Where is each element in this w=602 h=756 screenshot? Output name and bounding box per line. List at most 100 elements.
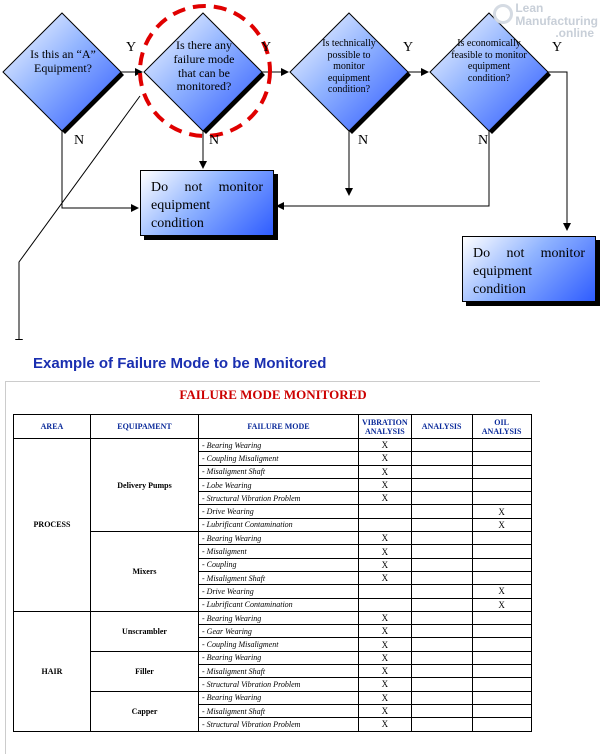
- yes-label-1: Y: [126, 40, 137, 55]
- oil-mark-cell: [471, 650, 532, 666]
- oil-mark-cell: X: [471, 597, 532, 612]
- header-oil-analysis: OIL ANALYSIS: [471, 414, 532, 439]
- vibration-mark-cell: X: [358, 717, 412, 732]
- analysis-mark-cell: [410, 624, 473, 639]
- vibration-mark-cell: X: [358, 464, 412, 479]
- analysis-mark-cell: [410, 677, 473, 692]
- failure-mode-cell: - Structural Vibration Problem: [198, 677, 359, 692]
- vibration-mark-cell: X: [358, 570, 412, 586]
- header-area: AREA: [13, 414, 91, 439]
- failure-mode-cell: - Drive Wearing: [198, 504, 359, 519]
- logo-line-1: Lean: [515, 1, 544, 15]
- arrow-y-4: [548, 71, 571, 231]
- terminal-box-1: Do not monitor equipment condition: [140, 170, 274, 236]
- header-failure-mode: FAILURE MODE: [198, 414, 359, 439]
- failure-mode-cell: - Misaligment Shaft: [198, 664, 359, 679]
- oil-mark-cell: [471, 477, 532, 493]
- failure-mode-cell: - Misaligment Shaft: [198, 570, 359, 586]
- terminal-box-2: Do not monitor equipment condition: [462, 236, 596, 302]
- analysis-mark-cell: [410, 650, 473, 666]
- analysis-mark-cell: [410, 477, 473, 493]
- analysis-mark-cell: [410, 544, 473, 559]
- vibration-mark-cell: [358, 517, 412, 533]
- failure-mode-cell: - Structural Vibration Problem: [198, 491, 359, 506]
- vibration-mark-cell: X: [358, 477, 412, 493]
- vibration-mark-cell: X: [358, 610, 412, 626]
- vibration-mark-cell: X: [358, 703, 412, 719]
- area-cell: PROCESS: [13, 438, 91, 612]
- vibration-mark-cell: X: [358, 637, 412, 652]
- equipment-cell: Mixers: [90, 531, 199, 612]
- area-cell: HAIR: [13, 610, 91, 732]
- oil-mark-cell: [471, 610, 532, 626]
- vibration-mark-cell: X: [358, 557, 412, 572]
- oil-mark-cell: [471, 531, 532, 546]
- yes-label-2: Y: [261, 40, 272, 55]
- yes-label-3: Y: [403, 40, 414, 55]
- decision-1-text: Is this an “A” Equipment?: [30, 47, 96, 75]
- logo-line-2: Manufacturing: [515, 13, 598, 28]
- analysis-mark-cell: [410, 491, 473, 506]
- failure-mode-cell: - Coupling Misaligment: [198, 451, 359, 466]
- vibration-mark-cell: X: [358, 664, 412, 679]
- oil-mark-cell: [471, 664, 532, 679]
- analysis-mark-cell: [410, 690, 473, 705]
- failure-mode-cell: - Coupling Misaligment: [198, 637, 359, 652]
- flowchart-graphics: [2, 4, 571, 347]
- failure-mode-cell: - Structural Vibration Problem: [198, 717, 359, 732]
- arrow-n-4: [276, 131, 490, 210]
- failure-mode-cell: - Gear Wearing: [198, 624, 359, 639]
- no-label-4: N: [478, 133, 489, 148]
- failure-mode-cell: - Bearing Wearing: [198, 690, 359, 705]
- vibration-mark-cell: X: [358, 451, 412, 466]
- analysis-mark-cell: [410, 570, 473, 586]
- analysis-mark-cell: [410, 664, 473, 679]
- header-analysis: ANALYSIS: [410, 414, 473, 439]
- analysis-mark-cell: [410, 717, 473, 732]
- oil-mark-cell: [471, 703, 532, 719]
- analysis-mark-cell: [410, 637, 473, 652]
- header-equipament: EQUIPAMENT: [90, 414, 199, 439]
- oil-mark-cell: [471, 437, 532, 453]
- analysis-mark-cell: [410, 464, 473, 479]
- table-row: - Drive Wearing X: [14, 584, 532, 599]
- vibration-mark-cell: [358, 584, 412, 599]
- highlight-circle: [138, 4, 272, 138]
- oil-mark-cell: X: [471, 517, 532, 533]
- oil-mark-cell: X: [471, 584, 532, 599]
- no-label-1: N: [74, 133, 85, 148]
- no-label-3: N: [358, 133, 369, 148]
- example-title: Example of Failure Mode to be Monitored: [33, 355, 327, 372]
- failure-mode-cell: - Bearing Wearing: [198, 610, 359, 626]
- oil-mark-cell: [471, 717, 532, 732]
- oil-mark-cell: X: [471, 504, 532, 519]
- table-title: FAILURE MODE MONITORED: [179, 387, 367, 402]
- analysis-mark-cell: [410, 517, 473, 533]
- failure-mode-cell: - Misaligment Shaft: [198, 703, 359, 719]
- failure-mode-cell: - Coupling: [198, 557, 359, 572]
- vibration-mark-cell: X: [358, 690, 412, 705]
- table-row: - Drive Wearing X: [14, 504, 532, 519]
- failure-mode-cell: - Bearing Wearing: [198, 531, 359, 546]
- decision-4-text: Is economically feasible to monitor equi…: [451, 38, 527, 84]
- table-header-row: AREA EQUIPAMENT FAILURE MODE VIBRATION A…: [13, 414, 532, 439]
- oil-mark-cell: [471, 464, 532, 479]
- no-label-2: N: [209, 133, 220, 148]
- header-vibration-analysis: VIBRATION ANALYSIS: [358, 414, 412, 439]
- failure-mode-cell: - Lubrificant Contamination: [198, 517, 359, 533]
- failure-mode-cell: - Misaligment Shaft: [198, 464, 359, 479]
- decision-2-text: Is there any failure mode that can be mo…: [173, 38, 235, 94]
- analysis-mark-cell: [410, 531, 473, 546]
- equipment-cell: Unscrambler: [90, 610, 199, 652]
- vibration-mark-cell: [358, 504, 412, 519]
- logo-line-3: .online: [555, 26, 594, 41]
- failure-mode-cell: - Drive Wearing: [198, 584, 359, 599]
- table-row: - Lubrificant Contamination X: [14, 517, 532, 533]
